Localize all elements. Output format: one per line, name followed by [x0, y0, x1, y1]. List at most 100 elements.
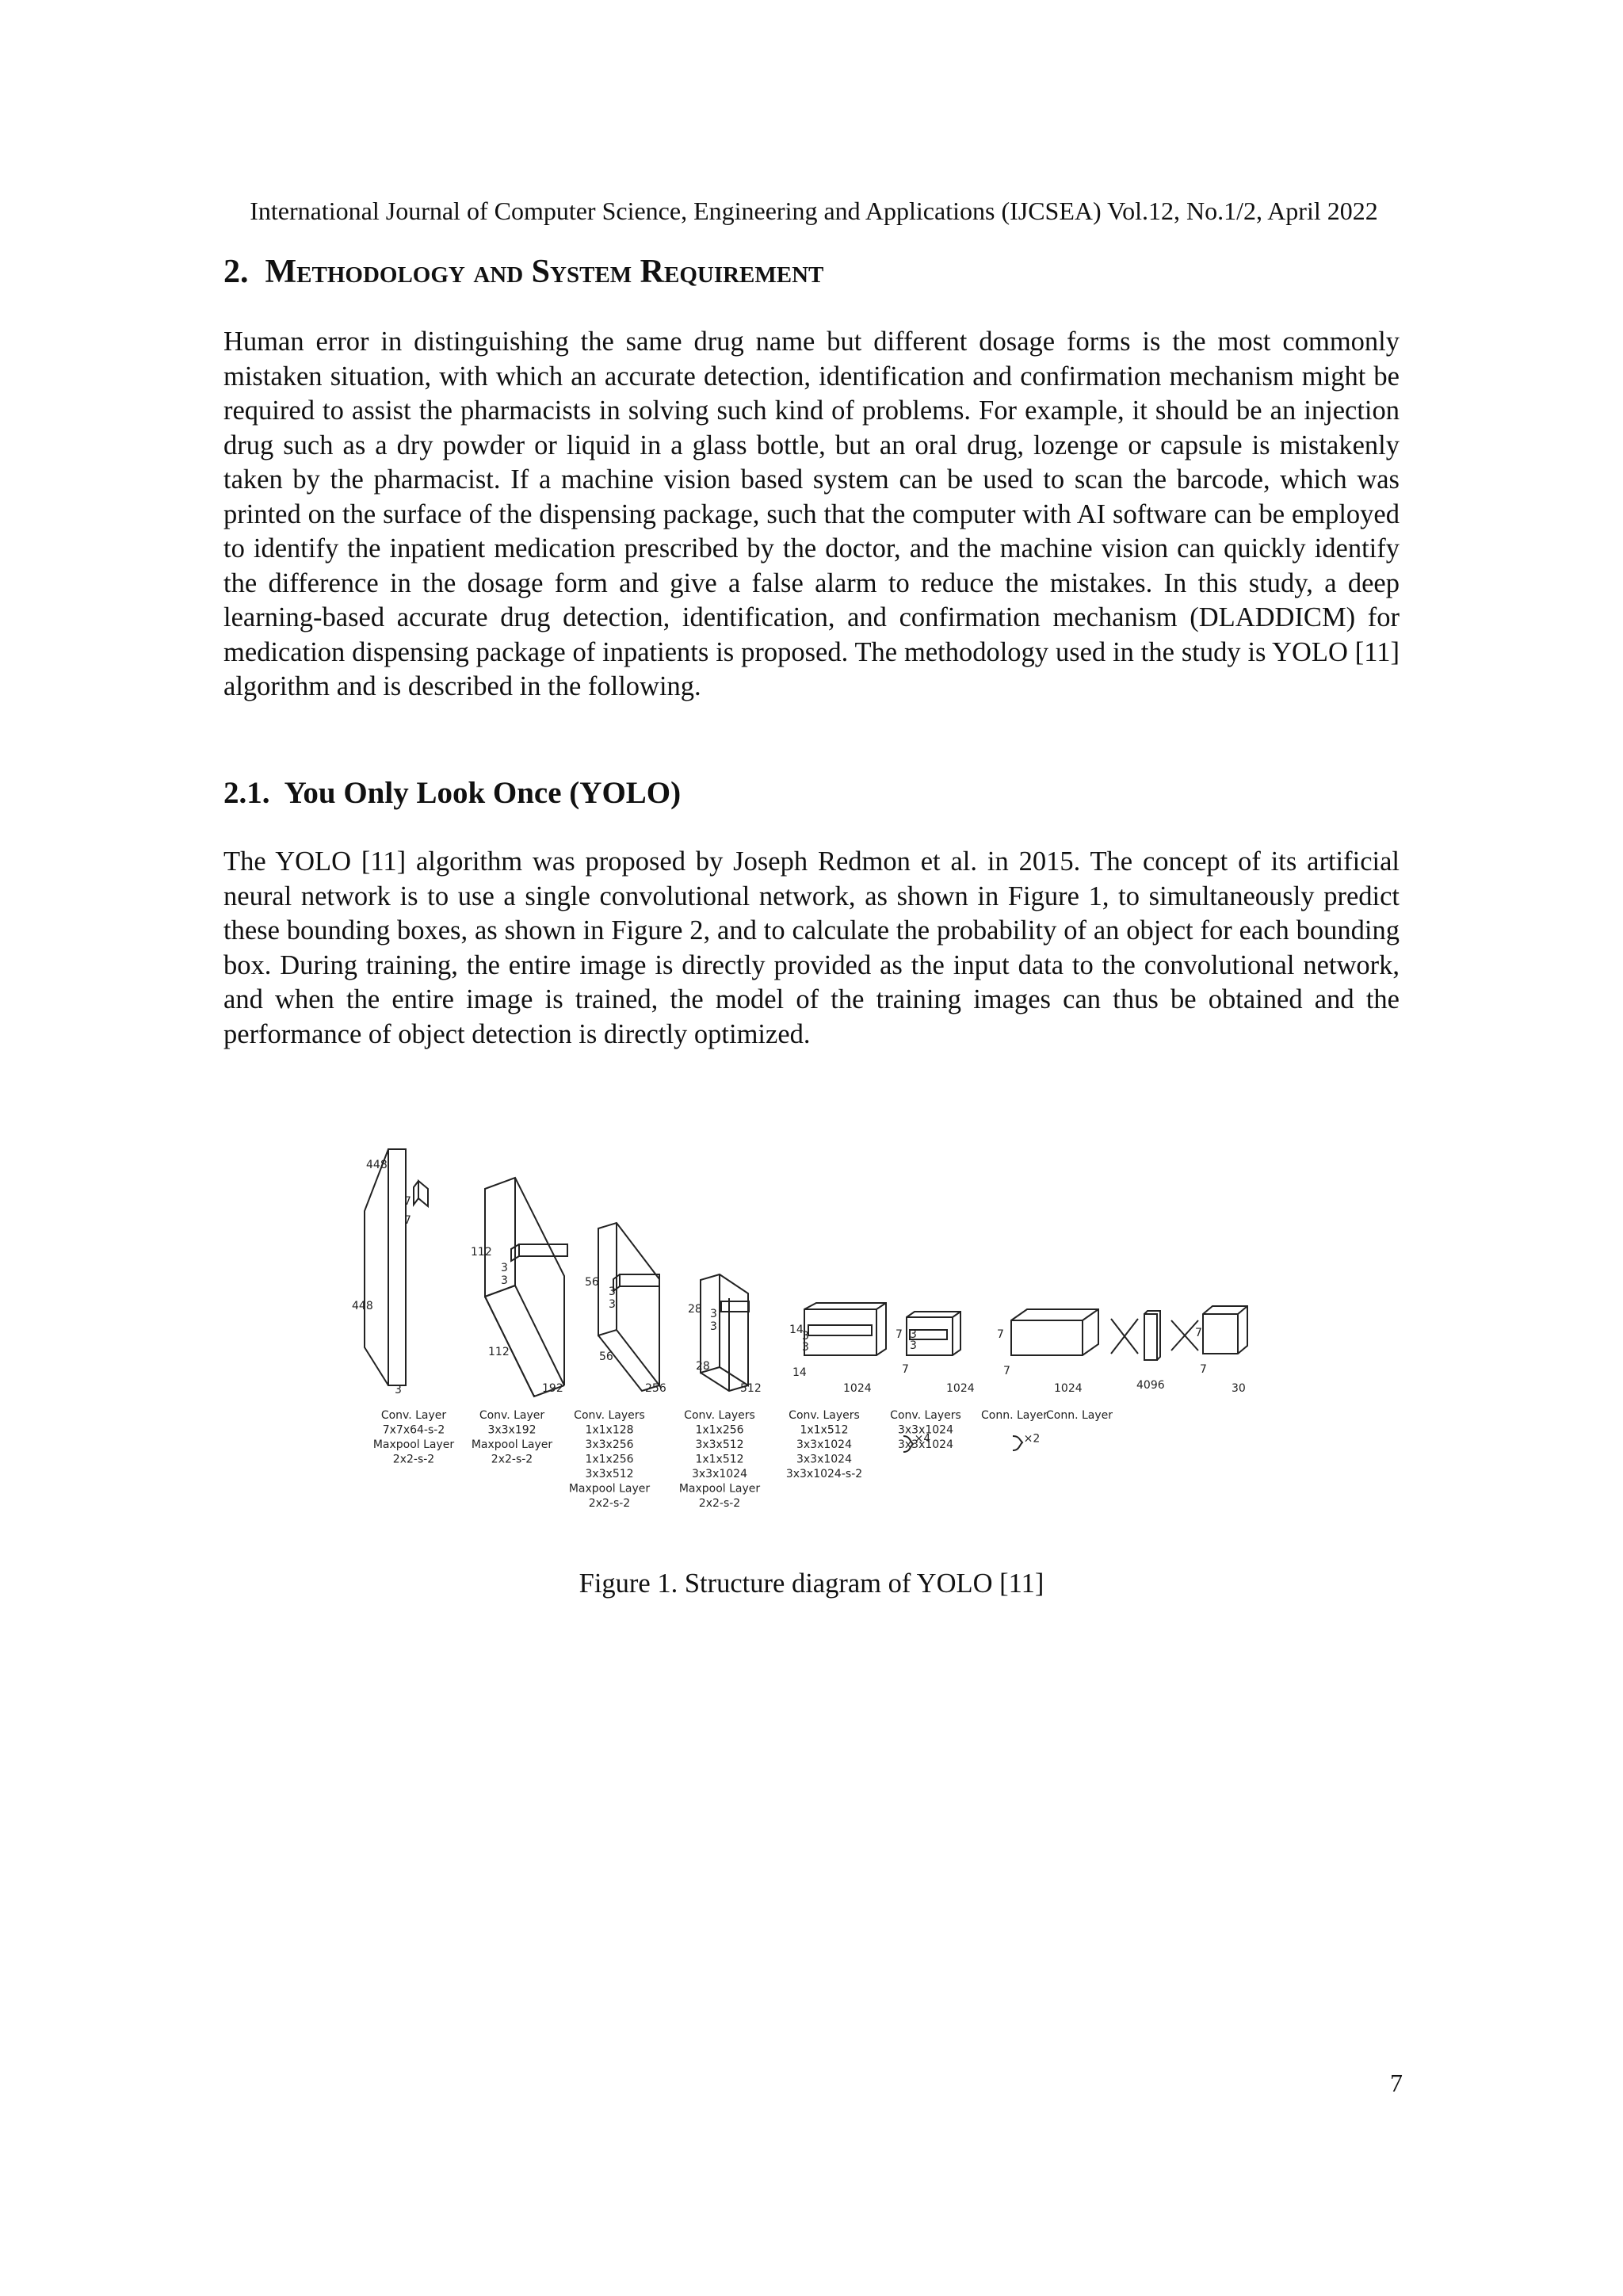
dim-label: 3 [609, 1298, 616, 1311]
layer-group-spec: 3x3x1024 [692, 1468, 747, 1480]
dim-label: 3 [710, 1320, 717, 1333]
subsection-number: 2.1. [223, 776, 270, 810]
dim-label: 3 [910, 1328, 917, 1341]
layer-group-spec: Maxpool Layer [569, 1483, 651, 1496]
block4-kernel [808, 1324, 873, 1336]
block6-outline [1010, 1308, 1099, 1356]
dim-label: 3 [501, 1262, 508, 1274]
block6-edges [1011, 1308, 1099, 1355]
fc-4096-block [1144, 1310, 1161, 1361]
section-title-text: Methodology and System Requirement [265, 254, 824, 290]
block3-kernel [720, 1301, 750, 1312]
layer-group-title: Conv. Layers [574, 1409, 645, 1422]
dim-label: 7 [1003, 1365, 1010, 1377]
layer-group-spec: 2x2-s-2 [393, 1454, 434, 1466]
layer-group-spec: 1x1x512 [800, 1424, 848, 1437]
subsection-title-text: You Only Look Once (YOLO) [284, 776, 682, 810]
output-edges [1203, 1305, 1248, 1354]
block5-kernel [909, 1329, 948, 1340]
layer-group-spec: 2x2-s-2 [699, 1497, 740, 1510]
dim-label: 3 [710, 1308, 717, 1320]
layer-group-spec: 2x2-s-2 [491, 1454, 533, 1466]
layer-group-spec: 3x3x1024 [796, 1454, 852, 1466]
block1-front [484, 1189, 535, 1397]
repeat-count: ×4 [915, 1433, 931, 1446]
dim-label: 112 [488, 1346, 510, 1358]
brace-x2 [1012, 1435, 1024, 1451]
dim-label: 3 [395, 1384, 402, 1396]
dim-label: 448 [366, 1159, 388, 1171]
dim-label: 3 [501, 1274, 508, 1287]
block3-edges [700, 1274, 749, 1392]
section-heading: 2. Methodology and System Requirement [223, 252, 823, 292]
layer-group-spec: 1x1x512 [695, 1454, 743, 1466]
dim-label: 448 [352, 1300, 373, 1312]
block2-kernel [613, 1274, 660, 1293]
layer-group-spec: 1x1x256 [695, 1424, 743, 1437]
layer-group-spec: Maxpool Layer [679, 1483, 761, 1496]
layer-group-spec: 3x3x1024 [796, 1438, 852, 1451]
layer-group-spec: Maxpool Layer [373, 1438, 455, 1451]
input-image-block [388, 1148, 407, 1386]
dim-label: 14 [792, 1366, 807, 1379]
layer-group-spec: 2x2-s-2 [589, 1497, 630, 1510]
layer-group-title: Conv. Layers [684, 1409, 755, 1422]
input-image-side [364, 1148, 389, 1386]
layer-group-spec: 3x3x512 [585, 1468, 633, 1480]
layer-group-title: Conv. Layers [789, 1409, 860, 1422]
layer-group-spec: 3x3x192 [487, 1424, 536, 1437]
layer-group-spec: 1x1x256 [585, 1454, 633, 1466]
layer-group-spec: 3x3x1024-s-2 [786, 1468, 862, 1480]
dim-label: 7 [896, 1328, 903, 1341]
dim-label: 7 [1200, 1363, 1207, 1376]
layer-group-title: Conn. Layer [981, 1409, 1048, 1422]
brace-x4 [903, 1435, 915, 1453]
section-number: 2. [223, 254, 249, 290]
layer-group-spec: 3x3x1024 [898, 1424, 953, 1437]
page-number: 7 [1390, 2069, 1403, 2097]
fc-connection-2 [1170, 1320, 1199, 1351]
dim-label: 256 [645, 1382, 666, 1395]
dim-label: 7 [1195, 1327, 1202, 1339]
dim-label: 7 [404, 1195, 411, 1208]
figure-caption: Figure 1. Structure diagram of YOLO [11] [579, 1568, 1044, 1599]
dim-label: 1024 [946, 1382, 975, 1395]
block4-outline [804, 1302, 887, 1356]
block5-edges [907, 1311, 961, 1355]
dim-label: 7 [404, 1214, 411, 1227]
layer-group-spec: 1x1x128 [585, 1424, 633, 1437]
layer-group-spec: 3x3x256 [585, 1438, 633, 1451]
yolo-architecture-diagram: 448 448 3 7 7 112 112 3 3 192 56 56 3 3 … [352, 1148, 1248, 1510]
dim-label: 1024 [843, 1382, 872, 1395]
dim-label: 3 [910, 1339, 917, 1352]
output-block [1202, 1305, 1248, 1354]
block4-edges [804, 1302, 887, 1355]
dim-label: 14 [789, 1324, 804, 1336]
kernel-7x7 [413, 1179, 429, 1209]
dim-label: 1024 [1054, 1382, 1083, 1395]
layer-group-spec: 7x7x64-s-2 [383, 1424, 445, 1437]
yolo-architecture-figure: 448 448 3 7 7 112 112 3 3 192 56 56 3 3 … [349, 1141, 1268, 1530]
dim-label: 7 [902, 1363, 909, 1376]
block1-edges [484, 1178, 565, 1398]
block1-kernel [510, 1244, 568, 1263]
layer-group-spec: Maxpool Layer [472, 1438, 553, 1451]
running-header: International Journal of Computer Scienc… [250, 197, 1378, 225]
fc-connection-1 [1110, 1318, 1139, 1354]
dim-label: 28 [688, 1303, 702, 1316]
subsection-heading: 2.1. You Only Look Once (YOLO) [223, 775, 681, 812]
dim-label: 56 [585, 1276, 599, 1289]
dim-label: 30 [1232, 1382, 1246, 1395]
block5-outline [906, 1311, 961, 1356]
layer-group-spec: 3x3x512 [695, 1438, 743, 1451]
dim-label: 4096 [1136, 1379, 1165, 1392]
dim-label: 3 [609, 1286, 616, 1298]
dim-label: 28 [696, 1360, 710, 1373]
dim-label: 3 [802, 1341, 809, 1354]
dim-label: 7 [997, 1328, 1004, 1341]
dim-label: 112 [471, 1246, 492, 1259]
layer-group-title: Conv. Layers [890, 1409, 961, 1422]
body-paragraph-1: Human error in distinguishing the same d… [223, 327, 1400, 701]
body-paragraph-2: The YOLO [11] algorithm was proposed by … [223, 846, 1400, 1049]
layer-group-spec: 3x3x1024 [898, 1438, 953, 1451]
